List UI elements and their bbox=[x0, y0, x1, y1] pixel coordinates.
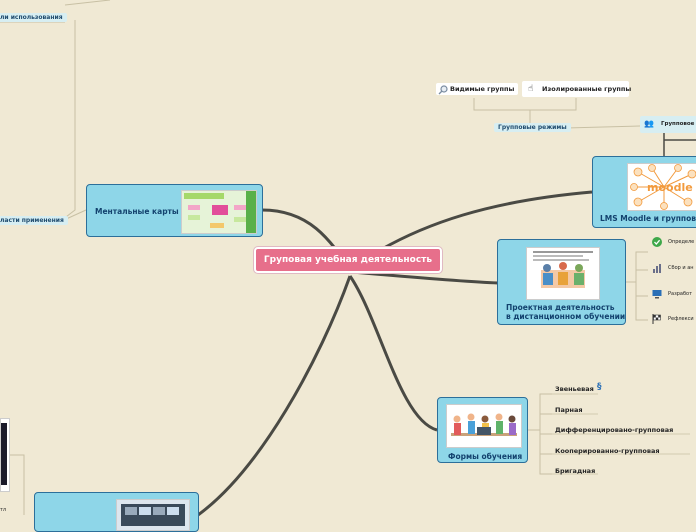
form-item-coop-group[interactable]: Кооперированно-групповая bbox=[555, 447, 660, 455]
group-modes-label[interactable]: Групповые режимы bbox=[494, 123, 571, 132]
pointing-hand-icon: ☝ bbox=[528, 84, 534, 94]
project-item-develop-label: Разработ bbox=[668, 291, 693, 297]
svg-text:moodle: moodle bbox=[647, 181, 693, 194]
moodle-image: moodle bbox=[627, 163, 696, 211]
form-item-brigade[interactable]: Бригадная bbox=[555, 467, 596, 475]
isolated-groups-label: Изолированные группы bbox=[542, 85, 632, 93]
central-topic[interactable]: Груповая учебная деятельность bbox=[254, 247, 442, 273]
group-right-label: Групповое bbox=[661, 121, 695, 127]
group-right-chip[interactable]: 👥 Групповое bbox=[640, 116, 696, 133]
project-image bbox=[526, 247, 600, 300]
topic-forms-label: Формы обучения bbox=[448, 452, 523, 461]
magnifier-icon bbox=[438, 85, 448, 95]
finish-flag-icon bbox=[652, 314, 661, 324]
checkmark-icon bbox=[652, 237, 662, 247]
topic-mind-maps-label: Ментальные карты bbox=[95, 207, 179, 216]
project-item-define-label: Определе bbox=[668, 239, 695, 245]
left-image-partial bbox=[0, 418, 10, 492]
forms-image bbox=[446, 404, 522, 448]
monitor-icon bbox=[652, 290, 662, 299]
project-item-collect-label: Сбор и ан bbox=[668, 265, 694, 271]
form-item-diff-group[interactable]: Дифференцировано-групповая bbox=[555, 426, 674, 434]
topic-lms-moodle[interactable]: moodle LMS Moodle и групповая bbox=[592, 156, 696, 228]
topic-project-label: Проектная деятельность в дистанционном о… bbox=[506, 303, 626, 321]
bottom-left-label[interactable]: тл bbox=[0, 507, 7, 513]
topic-bottom-partial[interactable] bbox=[34, 492, 199, 532]
usage-label[interactable]: ли использования bbox=[0, 13, 67, 22]
form-item-pair[interactable]: Парная bbox=[555, 406, 583, 414]
topic-forms[interactable]: Формы обучения bbox=[437, 397, 528, 463]
visible-groups-label: Видимые группы bbox=[450, 85, 515, 93]
bar-chart-icon bbox=[653, 264, 661, 273]
people-icon: 👥 bbox=[644, 119, 654, 128]
topic-lms-label: LMS Moodle и групповая bbox=[600, 214, 696, 223]
bottom-topic-image bbox=[116, 499, 190, 531]
areas-label[interactable]: ласти применения bbox=[0, 216, 68, 225]
link-icon: § bbox=[597, 382, 602, 392]
topic-mind-maps[interactable]: Ментальные карты bbox=[86, 184, 263, 237]
form-item-zvenevaya[interactable]: Звеньевая bbox=[555, 385, 594, 393]
isolated-groups[interactable]: ☝ Изолированные группы bbox=[522, 81, 632, 97]
visible-groups[interactable]: Видимые группы bbox=[436, 83, 519, 95]
topic-project-activity[interactable]: Проектная деятельность в дистанционном о… bbox=[497, 239, 626, 325]
mind-map-image bbox=[181, 190, 257, 234]
project-item-reflect-label: Рефлекси bbox=[668, 316, 694, 322]
